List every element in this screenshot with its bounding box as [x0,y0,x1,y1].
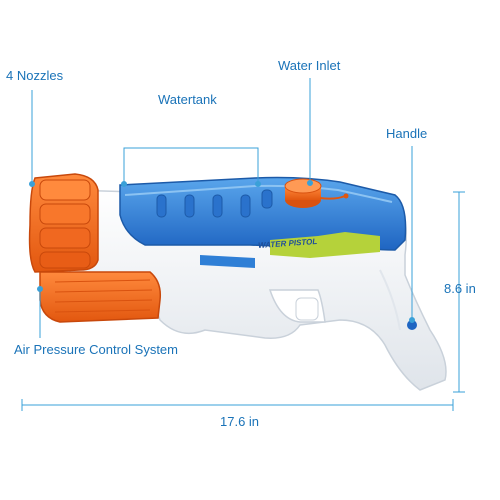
nozzle-block [28,173,99,273]
nozzles-label: 4 Nozzles [6,68,64,83]
callout-lines [21,78,465,411]
air-pressure-label: Air Pressure Control System [14,342,178,357]
watertank-bracket [123,147,259,183]
height-dimension-label: 8.6 in [444,281,476,296]
width-dimension-label: 17.6 in [220,414,260,429]
water-inlet-label: Water Inlet [278,58,341,73]
watertank-label: Watertank [158,92,217,107]
nozzles-dot [29,181,35,187]
air-pressure-pump [39,271,162,323]
handle-label: Handle [386,126,428,141]
